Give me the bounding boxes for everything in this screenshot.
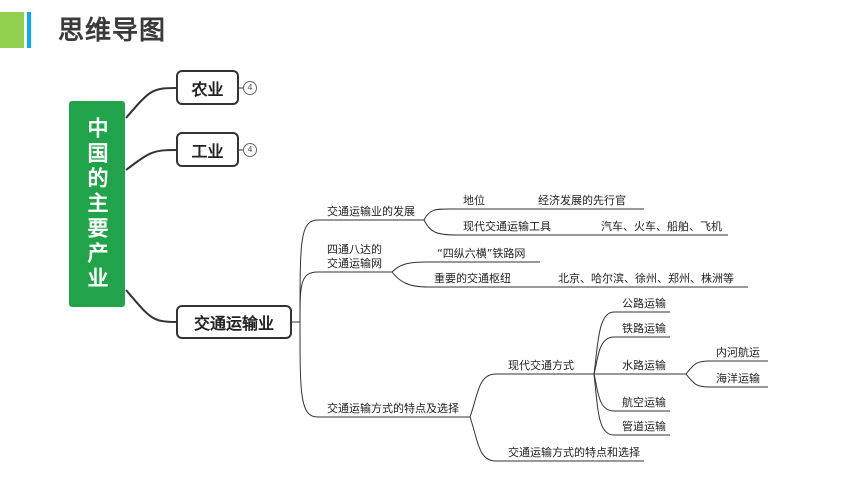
connector-root-transport xyxy=(125,289,177,323)
transport-node[interactable]: 交通运输业 xyxy=(176,305,292,339)
network-label-line2: 交通运输网 xyxy=(327,257,382,270)
industry-node[interactable]: 工业 xyxy=(176,132,239,167)
transport-label: 交通运输业 xyxy=(193,314,274,333)
industry-collapse-badge[interactable]: 4 xyxy=(243,143,257,157)
root-label: 中国的主要产业 xyxy=(85,116,109,292)
modern-modes-label: 现代交通方式 xyxy=(508,359,574,372)
water-label: 水路运输 xyxy=(622,359,666,372)
connector-root-industry xyxy=(125,149,177,171)
connector-transport-modes xyxy=(299,321,319,418)
connector-transport-development xyxy=(299,219,319,323)
tools-label: 现代交通运输工具 xyxy=(463,220,551,233)
page-title: 思维导图 xyxy=(58,16,167,46)
pipeline-label: 管道运输 xyxy=(622,420,666,433)
rail-label: 铁路运输 xyxy=(622,322,666,335)
title-accent-line xyxy=(27,12,31,48)
agriculture-node[interactable]: 农业 xyxy=(176,70,239,105)
agriculture-label: 农业 xyxy=(191,79,224,99)
connector-transport-network xyxy=(299,271,319,323)
air-label: 航空运输 xyxy=(622,396,666,409)
modes-choice-label: 交通运输方式的特点和选择 xyxy=(508,446,640,459)
connector-root-agriculture xyxy=(125,87,177,119)
tools-value: 汽车、火车、船舶、飞机 xyxy=(601,220,722,233)
status-value: 经济发展的先行官 xyxy=(538,194,626,207)
road-label: 公路运输 xyxy=(622,297,666,310)
development-label: 交通运输业的发展 xyxy=(327,205,415,218)
root-node: 中国的主要产业 xyxy=(69,101,125,307)
agriculture-collapse-badge[interactable]: 4 xyxy=(243,81,257,95)
ocean-shipping-label: 海洋运输 xyxy=(716,372,760,385)
status-label: 地位 xyxy=(463,194,485,207)
modes-label: 交通运输方式的特点及选择 xyxy=(327,402,459,415)
hubs-value: 北京、哈尔滨、徐州、郑州、株洲等 xyxy=(558,272,734,285)
network-label-line1: 四通八达的 xyxy=(327,243,382,256)
industry-label: 工业 xyxy=(191,141,224,161)
hubs-label: 重要的交通枢纽 xyxy=(434,272,511,285)
railway-network-label: “四纵六横”铁路网 xyxy=(437,247,526,260)
inland-waterway-label: 内河航运 xyxy=(716,346,760,359)
title-accent-block xyxy=(0,12,24,48)
